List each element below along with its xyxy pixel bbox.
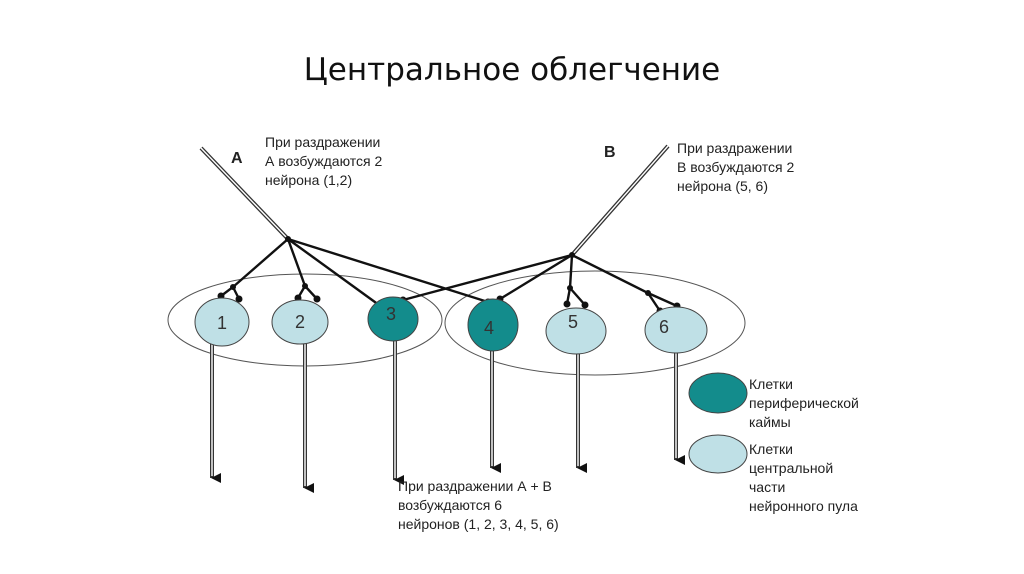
- caption-b-line-3: нейрона (5, 6): [677, 178, 768, 194]
- caption-a: При раздражении А возбуждаются 2 нейрона…: [265, 134, 383, 188]
- caption-a-line-2: А возбуждаются 2: [265, 153, 383, 169]
- caption-b: При раздражении В возбуждаются 2 нейрона…: [677, 140, 795, 194]
- neuron-3: [367, 296, 419, 342]
- input-fiber-a: [199, 146, 290, 241]
- branches-a: [220, 237, 489, 306]
- input-label-a: A: [231, 150, 243, 167]
- neuron-label-3: 3: [386, 304, 396, 324]
- neuron-label-1: 1: [217, 313, 227, 333]
- output-axons: [210, 339, 685, 493]
- input-fiber-b: [570, 144, 670, 257]
- diagram-title: Центральное облегчение: [304, 52, 721, 88]
- caption-b-line-2: В возбуждаются 2: [677, 159, 795, 175]
- neuron-label-6: 6: [659, 317, 669, 337]
- legend-peripheral-line-3: каймы: [749, 414, 791, 430]
- legend-central-line-2: центральной: [749, 460, 833, 476]
- caption-combined: При раздражении А + В возбуждаются 6 ней…: [398, 478, 559, 532]
- pool-b-ellipse: [444, 270, 746, 376]
- legend-swatch-central: [688, 434, 748, 474]
- legend: Клетки периферической каймы Клетки центр…: [688, 372, 859, 514]
- neuron-2: [271, 299, 329, 345]
- neuron-6: [644, 306, 708, 354]
- neurons: 1 2 3 4 5 6: [194, 296, 708, 355]
- neuron-1: [194, 297, 250, 347]
- caption-b-line-1: При раздражении: [677, 140, 792, 156]
- caption-combined-line-2: возбуждаются 6: [398, 497, 502, 513]
- legend-peripheral-line-2: периферической: [749, 395, 859, 411]
- legend-central-line-3: части: [749, 479, 785, 495]
- legend-swatch-peripheral: [688, 372, 748, 414]
- caption-a-line-1: При раздражении: [265, 134, 380, 150]
- caption-combined-line-3: нейронов (1, 2, 3, 4, 5, 6): [398, 516, 559, 532]
- neuron-label-2: 2: [295, 312, 305, 332]
- neuron-label-5: 5: [568, 312, 578, 332]
- legend-peripheral-line-1: Клетки: [749, 376, 793, 392]
- caption-a-line-3: нейрона (1,2): [265, 172, 352, 188]
- input-label-b: B: [604, 144, 616, 161]
- neuron-label-4: 4: [484, 318, 494, 338]
- legend-central-line-1: Клетки: [749, 441, 793, 457]
- caption-combined-line-1: При раздражении А + В: [398, 478, 552, 494]
- branches-b: [402, 253, 678, 312]
- neuron-4: [467, 298, 519, 352]
- neuron-5: [545, 307, 607, 355]
- legend-central-line-4: нейронного пула: [749, 498, 858, 514]
